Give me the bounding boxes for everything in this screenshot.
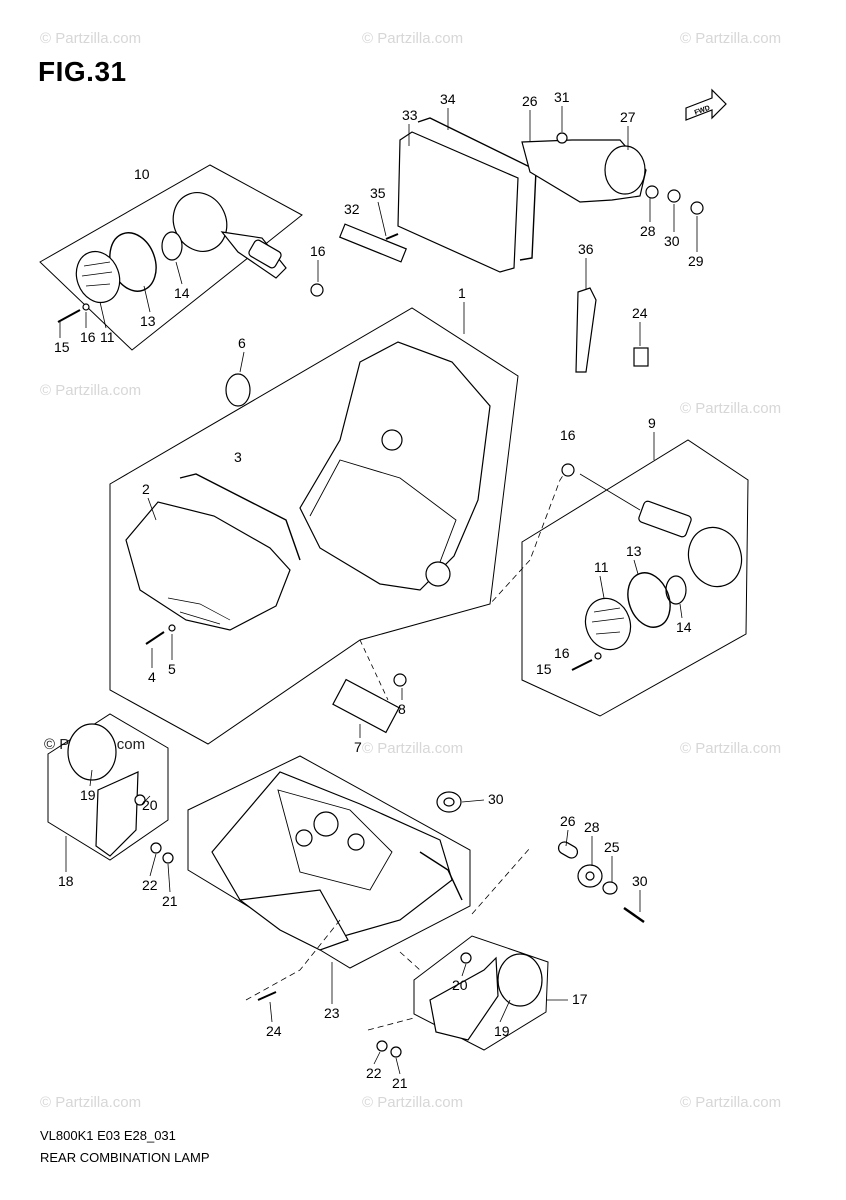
callout-12-right: 13: [626, 543, 642, 559]
license-lamp-assembly: [338, 117, 704, 373]
callout-3: 3: [234, 449, 242, 465]
callout-21-right: 21: [392, 1075, 408, 1091]
callout-9: 9: [648, 415, 656, 431]
figure-title: FIG.31: [38, 56, 127, 87]
watermark: © Partzilla.com: [680, 1094, 782, 1111]
callout-30: 30: [632, 873, 648, 889]
callout-34: 29: [688, 253, 704, 269]
callout-28: 28: [584, 819, 600, 835]
callout-2: 2: [142, 481, 150, 497]
callout-20-right: 20: [452, 977, 468, 993]
watermark: © Partzilla.com: [362, 30, 464, 47]
callout-14-left: 15: [54, 339, 70, 355]
callout-6: 6: [238, 335, 246, 351]
callout-26: 26: [560, 813, 576, 829]
figure-code: VL800K1 E03 E28_031: [40, 1128, 176, 1143]
watermark: © Partzilla.com: [40, 382, 142, 399]
callout-12-left: 13: [140, 313, 156, 329]
callout-33: 28: [640, 223, 656, 239]
callout-40: 35: [370, 185, 386, 201]
mounting-hardware: [557, 841, 645, 923]
callout-20-left: 20: [142, 797, 158, 813]
callout-7: 7: [354, 739, 362, 755]
callout-27: 30: [488, 791, 504, 807]
callout-15-right: 16: [554, 645, 570, 661]
callout-1: 1: [458, 285, 466, 301]
watermark: © Partzilla.com: [680, 400, 782, 417]
callout-19-right: 19: [494, 1023, 510, 1039]
bracket-assembly-right: [367, 935, 549, 1058]
callout-11-left: 11: [100, 329, 115, 345]
callout-13-right: 14: [676, 619, 692, 635]
callout-35: 30: [664, 233, 680, 249]
callout-24: 24: [266, 1023, 282, 1039]
watermark: © Partzilla.com: [40, 30, 142, 47]
callout-31: 26: [522, 93, 538, 109]
callout-37: 32: [344, 201, 360, 217]
callout-17: 17: [572, 991, 588, 1007]
fwd-arrow-icon: FWD: [685, 88, 727, 121]
callout-14-right: 15: [536, 661, 552, 677]
figure-name: REAR COMBINATION LAMP: [40, 1150, 210, 1165]
callout-15-left: 16: [80, 329, 96, 345]
turn-signal-assembly-left: [39, 164, 324, 351]
callout-21-left: 21: [162, 893, 178, 909]
callout-32: 27: [620, 109, 636, 125]
callout-8: 8: [398, 701, 406, 717]
tail-lamp-assembly: [109, 307, 519, 745]
callout-41: 36: [578, 241, 594, 257]
rear-frame-assembly: [187, 755, 531, 1001]
leader-lines: [59, 106, 698, 1075]
watermark: © Partzilla.com: [362, 1094, 464, 1111]
callout-10: 10: [134, 166, 150, 182]
watermark: © Partzilla.com: [40, 1094, 142, 1111]
callout-29: 24: [632, 305, 648, 321]
watermark: © Partzilla.com: [680, 30, 782, 47]
watermark: © Partzilla.com: [680, 740, 782, 757]
watermark: © Partzilla.com: [362, 740, 464, 757]
callout-16-right: 16: [560, 427, 576, 443]
callout-39: 34: [440, 91, 456, 107]
callout-36: 31: [554, 89, 570, 105]
callout-13-left: 14: [174, 285, 190, 301]
turn-signal-assembly-right: [489, 439, 749, 717]
callout-18: 18: [58, 873, 74, 889]
callout-5: 5: [168, 661, 176, 677]
callout-22-right: 22: [366, 1065, 382, 1081]
callout-16-upper: 16: [310, 243, 326, 259]
bracket-assembly-left: [47, 713, 174, 864]
callout-11-right: 11: [594, 559, 609, 575]
callout-22-left: 22: [142, 877, 158, 893]
callout-4: 4: [148, 669, 156, 685]
callout-labels: 10 33 34 26 31 27 35 32 28 30 29 36 24 1…: [54, 89, 704, 1091]
callout-19-left: 19: [80, 787, 96, 803]
callout-25: 25: [604, 839, 620, 855]
callout-38: 33: [402, 107, 418, 123]
callout-23: 23: [324, 1005, 340, 1021]
